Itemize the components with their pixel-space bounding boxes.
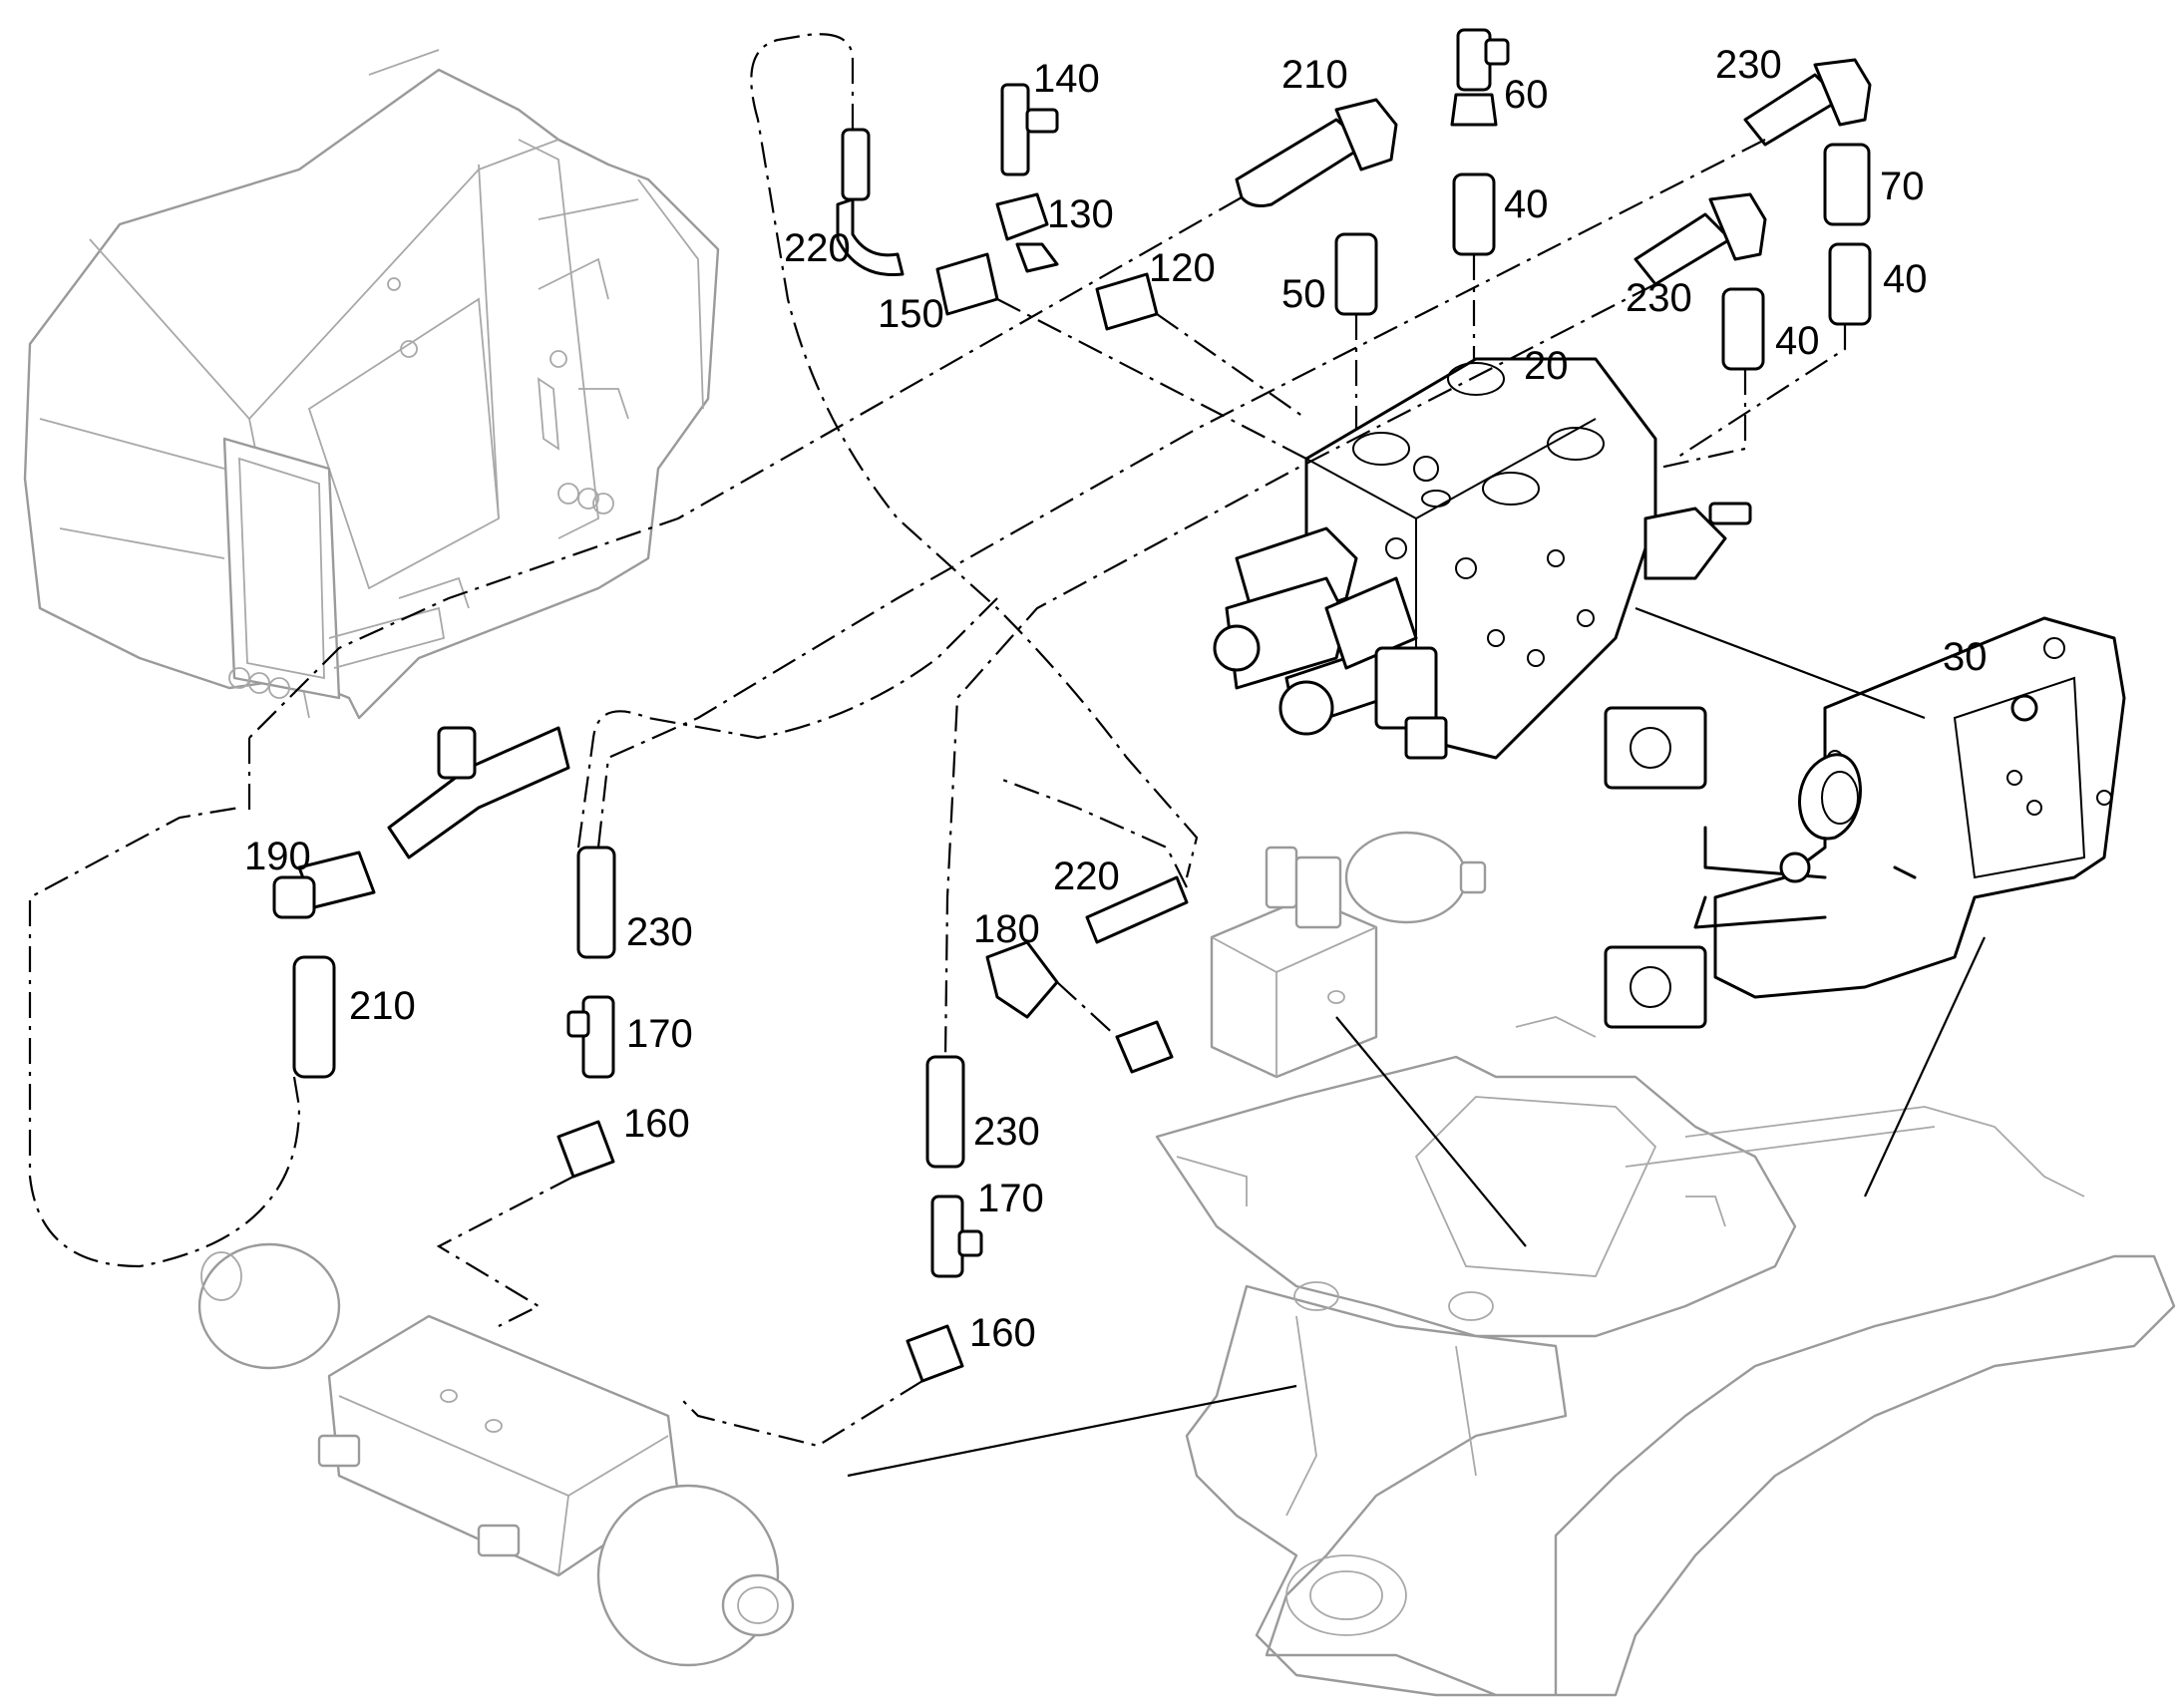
main-valve-block-part-20	[1213, 357, 1752, 760]
adapter-150	[935, 252, 999, 316]
check-valve-assembly	[387, 726, 570, 859]
cab-frame-assembly	[23, 49, 720, 720]
callout-50: 50	[1281, 272, 1326, 316]
callout-40-b: 40	[1883, 257, 1928, 301]
chassis-frame	[1155, 997, 2176, 1697]
callout-160-a: 160	[623, 1102, 690, 1146]
callout-230-b: 230	[1626, 276, 1692, 320]
callout-180: 180	[973, 907, 1040, 951]
hose-220-b	[1085, 875, 1189, 944]
elbow-220	[836, 197, 905, 277]
nipple-50	[1334, 232, 1378, 316]
nipple-40-a	[1452, 172, 1496, 256]
nipple-40-b	[1828, 242, 1872, 326]
callout-220-b: 220	[1053, 854, 1120, 898]
bracket-part-30	[1604, 616, 2126, 1029]
callout-30: 30	[1943, 635, 1988, 679]
callout-70: 70	[1880, 165, 1925, 208]
callout-60: 60	[1504, 73, 1549, 117]
callout-190: 190	[244, 835, 311, 878]
elbow-160-b	[906, 1324, 964, 1383]
nut-130	[995, 192, 1049, 241]
elbow-160-a	[556, 1120, 615, 1179]
leader-lines	[28, 33, 1986, 1478]
hose-210-bottom	[292, 955, 336, 1079]
tee-140	[1000, 83, 1030, 176]
hose-230-c	[576, 846, 616, 959]
callout-120: 120	[1149, 246, 1216, 290]
callout-40-a: 40	[1504, 182, 1549, 226]
accumulator-block-assembly	[197, 1242, 795, 1667]
tee-170-a	[581, 995, 615, 1079]
callout-40-c: 40	[1775, 319, 1820, 363]
tee-180	[985, 940, 1059, 1019]
adapter-120	[1095, 272, 1159, 331]
hose-210	[1235, 118, 1368, 207]
callout-140: 140	[1033, 57, 1100, 101]
callout-170-b: 170	[977, 1177, 1044, 1220]
callout-numbers: 20 30 40 40 40 40 50 60 70 120 130 140 1…	[244, 43, 1988, 1355]
fittings	[272, 28, 1872, 1383]
callout-210-b: 210	[349, 984, 416, 1028]
callout-230-d: 230	[973, 1110, 1040, 1154]
callout-230-a: 230	[1715, 43, 1782, 87]
callout-170-a: 170	[626, 1012, 693, 1056]
callout-160-b: 160	[969, 1311, 1036, 1355]
hose-230-d	[925, 1055, 965, 1169]
hose-end-220	[841, 128, 871, 201]
callout-20: 20	[1524, 344, 1569, 388]
callout-210-a: 210	[1281, 53, 1348, 97]
small-valve-block	[1210, 831, 1487, 1079]
callout-230-c: 230	[626, 910, 693, 954]
nipple-40-c	[1721, 287, 1765, 371]
nipple-70	[1823, 143, 1871, 226]
hose-230-b	[1634, 212, 1732, 286]
callout-150: 150	[878, 292, 944, 336]
callout-130: 130	[1047, 192, 1114, 236]
callout-220-a: 220	[784, 226, 851, 270]
